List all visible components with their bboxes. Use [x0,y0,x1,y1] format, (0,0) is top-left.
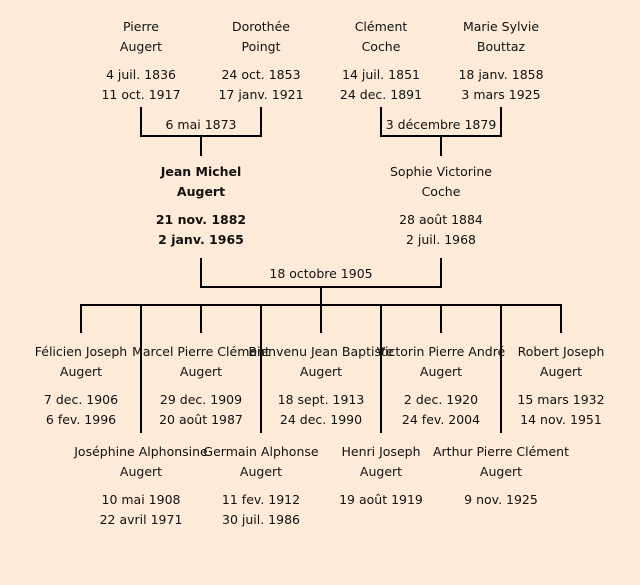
connector-line [80,304,82,333]
birth-date: 4 juil. 1836 [105,67,177,82]
person-last-name: Augert [419,364,463,379]
connector-line [140,304,142,433]
person-first-name: Bienvenu Jean Baptiste [248,344,394,359]
person-first-name: Joséphine Alphonsine [74,444,208,459]
death-date: 6 fev. 1996 [45,412,117,427]
birth-date: 18 janv. 1858 [458,67,544,82]
birth-date: 11 fev. 1912 [221,492,301,507]
birth-date: 14 juil. 1851 [342,67,420,82]
person-first-name: Sophie Victorine [390,164,492,179]
connector-line [440,304,442,333]
person-first-name: Jean Michel [160,164,242,179]
person-first-name: Pierre [123,19,159,34]
connector-line [380,107,382,137]
death-date: 2 juil. 1968 [405,232,477,247]
person-first-name: Marie Sylvie [462,19,540,34]
connector-line [200,258,202,288]
person-first-name: Arthur Pierre Clément [432,444,569,459]
person-last-name: Augert [479,464,523,479]
death-date: 20 août 1987 [159,412,243,427]
person-first-name: Germain Alphonse [203,444,319,459]
person-last-name: Coche [361,39,401,54]
marriage-date: 3 décembre 1879 [385,117,497,132]
person-last-name: Poingt [241,39,281,54]
birth-date: 24 oct. 1853 [221,67,301,82]
connector-line [560,304,562,333]
person-last-name: Coche [421,184,461,199]
death-date: 24 dec. 1891 [339,87,423,102]
birth-date: 29 dec. 1909 [159,392,243,407]
connector-line [500,304,502,433]
person-last-name: Augert [119,39,163,54]
person-first-name: Robert Joseph [517,344,605,359]
connector-line [140,107,142,137]
marriage-date: 6 mai 1873 [165,117,237,132]
person-last-name: Augert [119,464,163,479]
death-date: 14 nov. 1951 [520,412,602,427]
connector-line [320,286,322,306]
connector-line [200,135,202,156]
death-date: 24 fev. 2004 [401,412,481,427]
person-last-name: Augert [299,364,343,379]
person-last-name: Augert [539,364,583,379]
connector-line [380,304,382,433]
person-last-name: Augert [176,184,226,199]
death-date: 30 juil. 1986 [222,512,300,527]
birth-date: 7 dec. 1906 [43,392,119,407]
death-date: 3 mars 1925 [461,87,541,102]
birth-date: 15 mars 1932 [517,392,605,407]
person-first-name: Henri Joseph [341,444,421,459]
person-first-name: Marcel Pierre Clément [132,344,270,359]
person-last-name: Augert [239,464,283,479]
death-date: 22 avril 1971 [99,512,183,527]
marriage-date: 18 octobre 1905 [269,266,373,281]
connector-line [440,258,442,288]
person-last-name: Augert [359,464,403,479]
person-first-name: Félicien Joseph [34,344,128,359]
person-first-name: Clément [354,19,408,34]
death-date: 17 janv. 1921 [218,87,304,102]
death-date: 2 janv. 1965 [158,232,244,247]
person-last-name: Bouttaz [476,39,526,54]
birth-date: 9 nov. 1925 [464,492,538,507]
person-first-name: Dorothée [232,19,290,34]
death-date: 11 oct. 1917 [101,87,181,102]
birth-date: 19 août 1919 [339,492,423,507]
connector-line [260,107,262,137]
death-date: 24 dec. 1990 [279,412,363,427]
connector-line [200,304,202,333]
birth-date: 2 dec. 1920 [403,392,479,407]
person-first-name: Victorin Pierre André [376,344,506,359]
birth-date: 21 nov. 1882 [155,212,247,227]
connector-line [500,107,502,137]
birth-date: 28 août 1884 [399,212,483,227]
birth-date: 10 mai 1908 [101,492,181,507]
connector-line [320,304,322,333]
person-last-name: Augert [59,364,103,379]
person-last-name: Augert [179,364,223,379]
birth-date: 18 sept. 1913 [277,392,365,407]
connector-line [440,135,442,156]
connector-line [260,304,262,433]
